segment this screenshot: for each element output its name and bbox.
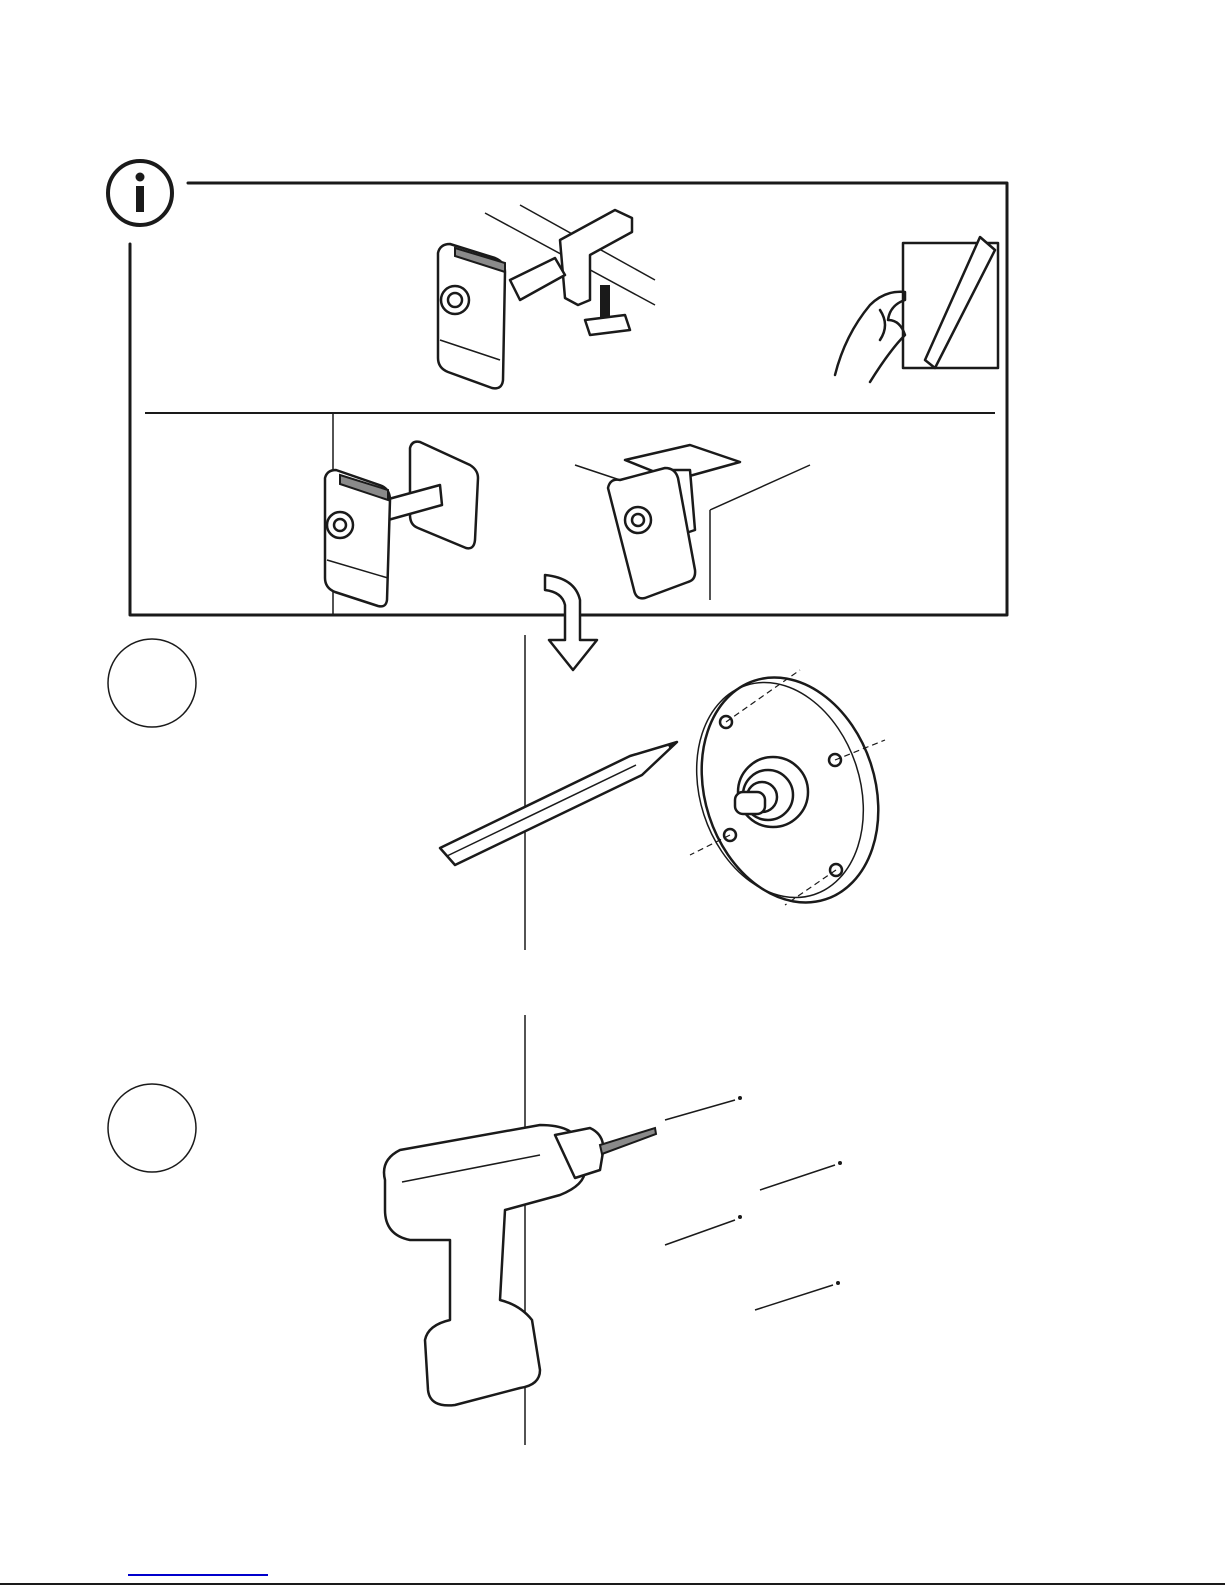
mounting-plate-illustration bbox=[689, 669, 886, 906]
down-arrow-icon bbox=[543, 573, 599, 672]
cleaning-surface-illustration bbox=[833, 235, 1000, 384]
drill-icon bbox=[382, 1123, 658, 1407]
step-2-circle bbox=[107, 1083, 197, 1173]
clamp-mount-illustration bbox=[436, 204, 656, 390]
wall-mount-illustration bbox=[323, 413, 480, 615]
ceiling-mount-illustration bbox=[574, 443, 811, 600]
info-icon bbox=[106, 159, 174, 227]
drill-hole-marks bbox=[664, 1096, 842, 1311]
info-frame bbox=[128, 181, 1009, 617]
step-1-circle bbox=[107, 638, 197, 728]
pencil-icon bbox=[438, 740, 679, 867]
